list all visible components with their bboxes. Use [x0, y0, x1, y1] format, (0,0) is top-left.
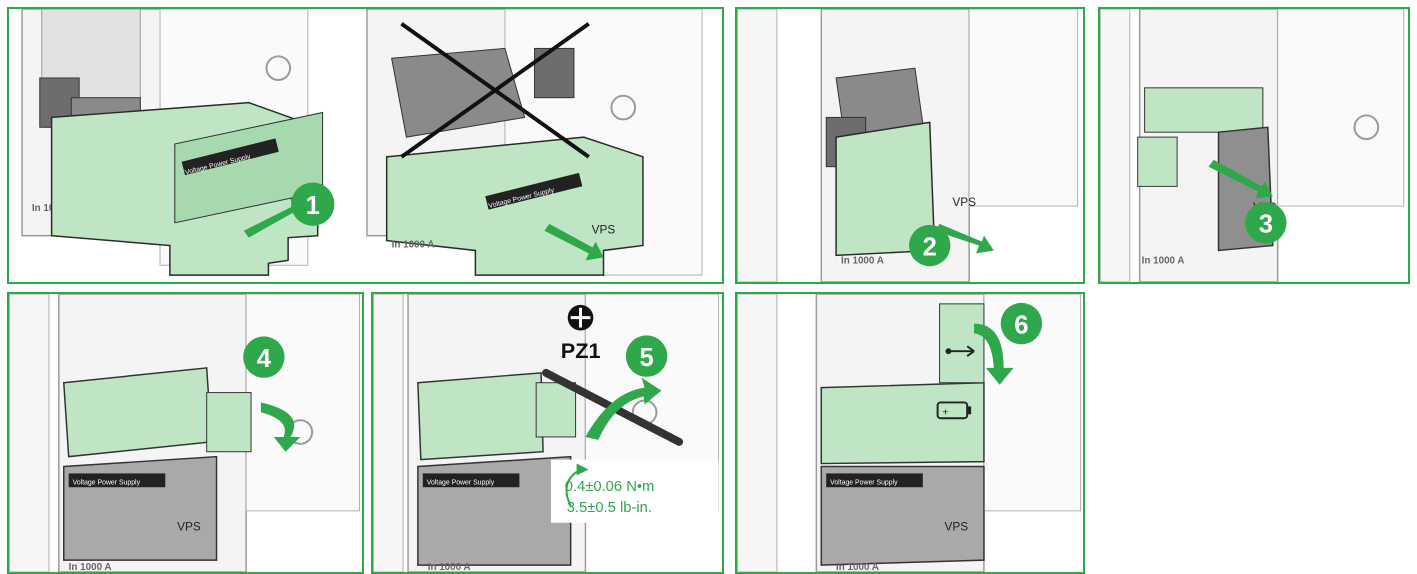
module-label: Voltage Power Supply	[830, 479, 898, 486]
usb-port-icon	[945, 345, 975, 357]
svg-text:1: 1	[306, 192, 320, 220]
torque-metric: 0.4±0.06 N•m	[565, 479, 655, 495]
rotate-arrow-icon	[585, 377, 662, 440]
panel-step-1: In 1000 Voltage Power Supply 1 Voltage P…	[7, 7, 724, 284]
push-arrow-icon	[934, 223, 994, 254]
panel-step-5: Voltage Power Supply In 1000 A PZ1 5 0.4…	[371, 292, 724, 574]
vps-module	[820, 465, 985, 566]
step-badge-2: 2	[909, 224, 951, 267]
svg-text:+: +	[943, 407, 949, 418]
svg-text:4: 4	[257, 345, 272, 373]
step-6-illustration: + Voltage Power Supply VPS In 1000 A 6	[737, 294, 1082, 572]
svg-text:6: 6	[1014, 311, 1028, 339]
vps-mark: VPS	[952, 195, 976, 209]
step-badge-6: 6	[1000, 302, 1043, 345]
step-2-illustration: VPS In 1000 A 2	[737, 9, 1079, 282]
step-badge-3: 3	[1245, 202, 1287, 244]
vps-module	[417, 455, 572, 566]
rating-label: In 1000	[32, 203, 66, 214]
vps-mark: VPS	[177, 520, 201, 534]
tool-label: PZ1	[561, 338, 601, 363]
panel-step-3: VPS In 1000 A 3	[1098, 7, 1410, 284]
rating-label: In 1000 A	[841, 255, 884, 266]
rating-label: In 1000 A	[428, 562, 471, 572]
vps-module	[63, 455, 218, 561]
step-3-illustration: VPS In 1000 A 3	[1100, 9, 1405, 282]
rating-label-2: In 1000 A	[392, 240, 435, 251]
module-label: Voltage Power Supply	[73, 479, 141, 486]
vps-mark: VPS	[592, 223, 616, 237]
torque-imperial: 3.5±0.5 lb-in.	[567, 500, 652, 516]
panel-step-6: + Voltage Power Supply VPS In 1000 A 6	[735, 292, 1085, 574]
wrong-cross-icon	[400, 22, 590, 159]
panel-step-4: Voltage Power Supply VPS In 1000 A 4	[7, 292, 364, 574]
rating-label: In 1000 A	[69, 562, 112, 572]
step-badge-4: 4	[243, 336, 285, 378]
rating-label: In 1000 A	[1142, 255, 1185, 266]
rotate-arrow-icon	[260, 402, 301, 452]
svg-text:3: 3	[1259, 211, 1273, 239]
rating-label: In 1000 A	[836, 562, 879, 572]
module-label: Voltage Power Supply	[427, 479, 495, 486]
vps-mark: VPS	[945, 520, 969, 534]
step-1-illustration: In 1000 Voltage Power Supply 1 Voltage P…	[21, 9, 703, 276]
panel-step-2: VPS In 1000 A 2	[735, 7, 1085, 284]
step-4-illustration: Voltage Power Supply VPS In 1000 A 4	[9, 294, 360, 572]
step-5-illustration: Voltage Power Supply In 1000 A PZ1 5 0.4…	[373, 294, 720, 572]
svg-text:2: 2	[923, 233, 937, 261]
step-badge-5: 5	[625, 335, 668, 377]
battery-icon: +	[936, 401, 972, 420]
rotate-arrow-icon	[974, 323, 1014, 385]
phillips-screwdriver-icon	[567, 304, 594, 331]
pull-arrow-icon	[1208, 159, 1273, 199]
step-badge-1: 1	[291, 182, 335, 226]
svg-text:5: 5	[639, 344, 653, 372]
